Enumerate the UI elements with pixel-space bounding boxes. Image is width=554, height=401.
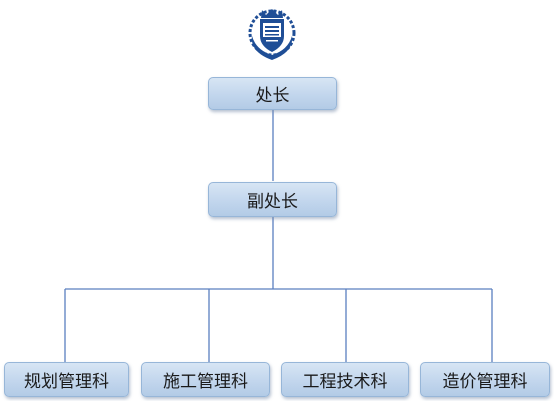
university-crest-icon — [248, 9, 296, 60]
section-label: 施工管理科 — [163, 372, 248, 392]
section-label: 规划管理科 — [24, 372, 109, 392]
deputy-director-box: 副处长 — [208, 182, 337, 217]
section-label: 造价管理科 — [442, 372, 528, 392]
section-box-cost: 造价管理科 — [420, 362, 550, 397]
director-box: 处长 — [208, 77, 337, 110]
section-box-planning: 规划管理科 — [4, 362, 129, 397]
section-label: 工程技术科 — [302, 372, 388, 392]
section-box-engineering: 工程技术科 — [281, 362, 409, 397]
director-label: 处长 — [255, 86, 290, 106]
deputy-director-label: 副处长 — [247, 192, 298, 212]
section-box-construction: 施工管理科 — [141, 362, 270, 397]
